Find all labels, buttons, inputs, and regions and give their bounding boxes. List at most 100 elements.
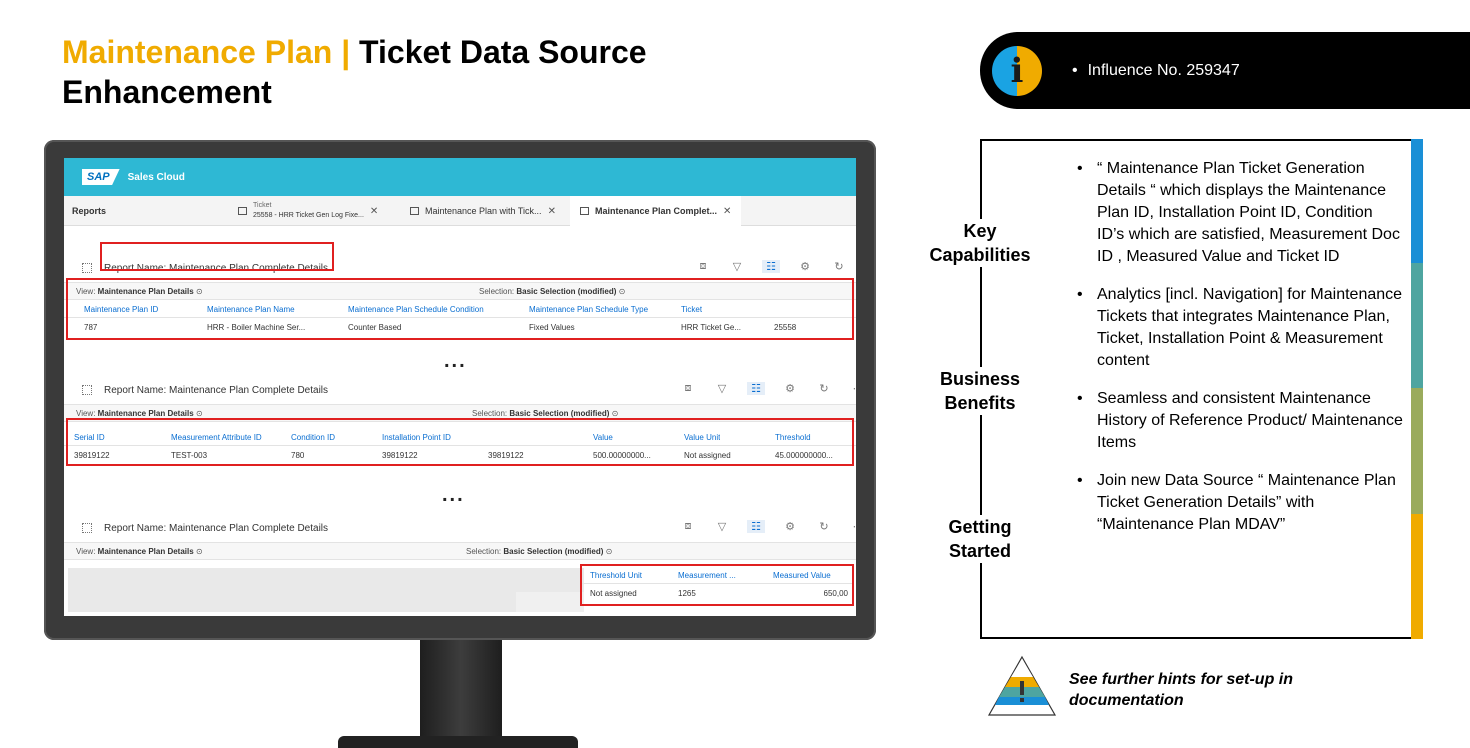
close-icon[interactable]: ✕ xyxy=(369,205,379,217)
column-header[interactable]: Condition ID xyxy=(291,433,336,442)
export-icon[interactable]: ⧈ xyxy=(699,260,707,272)
report-toolbar: ⧈ ▽ ☷ ⚙ ↻ ⋯ xyxy=(679,520,856,533)
column-header[interactable]: Maintenance Plan Schedule Type xyxy=(529,305,649,314)
view-name: Maintenance Plan Details xyxy=(97,287,194,296)
report-panel-1: Report Name: Maintenance Plan Complete D… xyxy=(64,256,856,336)
business-benefits-label: Business Benefits xyxy=(920,367,1040,415)
column-header[interactable]: Serial ID xyxy=(74,433,105,442)
table-icon[interactable] xyxy=(82,385,92,395)
app-name: Sales Cloud xyxy=(127,171,185,183)
highlight-box xyxy=(100,242,334,271)
filter-icon[interactable]: ▽ xyxy=(732,261,742,273)
report-tab-icon xyxy=(410,207,419,215)
report-toolbar: ⧈ ▽ ☷ ⚙ ↻ ⋯ xyxy=(679,382,856,395)
ellipsis: ... xyxy=(442,484,465,506)
export-icon[interactable]: ⧈ xyxy=(684,382,692,394)
influence-banner: i Influence No. 259347 xyxy=(980,32,1470,109)
gear-icon[interactable]: ⚙ xyxy=(785,521,795,533)
title-main: Ticket Data Source xyxy=(359,34,647,70)
column-header[interactable]: Installation Point ID xyxy=(382,433,451,442)
column-header[interactable]: Measurement Attribute ID xyxy=(171,433,262,442)
ellipsis: ... xyxy=(444,350,467,372)
report-tab-icon xyxy=(238,207,247,215)
getting-started-label: Getting Started xyxy=(920,515,1040,563)
column-header[interactable]: Measurement ... xyxy=(678,571,736,580)
color-bar-blue xyxy=(1411,139,1423,263)
feature-list: “ Maintenance Plan Ticket Generation Det… xyxy=(1073,158,1403,552)
hidden-columns xyxy=(516,592,584,612)
sap-logo[interactable]: SAP xyxy=(82,169,120,185)
report-name: Maintenance Plan Complete Details xyxy=(169,263,329,274)
refresh-icon[interactable]: ↻ xyxy=(819,521,829,533)
settings-sliders-icon[interactable]: ☷ xyxy=(747,382,765,395)
report-panel-3: Report Name: Maintenance Plan Complete D… xyxy=(64,516,856,560)
close-icon[interactable]: ✕ xyxy=(547,205,556,217)
hidden-columns xyxy=(68,568,584,612)
highlight-box xyxy=(66,278,854,340)
view-bar: View: Maintenance Plan Details ⊙ Selecti… xyxy=(64,282,856,300)
report-panel-3-table: Threshold Unit Measurement ... Measured … xyxy=(582,566,854,602)
view-bar: View: Maintenance Plan Details ⊙ Selecti… xyxy=(64,404,856,422)
refresh-icon[interactable]: ↻ xyxy=(819,383,829,395)
list-item: “ Maintenance Plan Ticket Generation Det… xyxy=(1073,158,1403,268)
column-header[interactable]: Maintenance Plan Schedule Condition xyxy=(348,305,484,314)
column-header[interactable]: Maintenance Plan ID xyxy=(84,305,159,314)
report-name-label: Report Name: xyxy=(104,263,167,274)
export-icon[interactable]: ⧈ xyxy=(684,520,692,532)
view-bar: View: Maintenance Plan Details ⊙ Selecti… xyxy=(64,542,856,560)
list-item: Analytics [incl. Navigation] for Mainten… xyxy=(1073,284,1403,372)
title-accent: Maintenance Plan | xyxy=(62,34,351,70)
table-header: Threshold Unit Measurement ... Measured … xyxy=(582,566,854,584)
tab-reports[interactable]: Reports xyxy=(72,206,107,216)
table-header: Serial ID Measurement Attribute ID Condi… xyxy=(64,428,856,446)
key-capabilities-label: Key Capabilities xyxy=(920,219,1040,267)
refresh-icon[interactable]: ↻ xyxy=(834,261,844,273)
list-item: Join new Data Source “ Maintenance Plan … xyxy=(1073,470,1403,536)
column-header[interactable]: Value Unit xyxy=(684,433,721,442)
gear-icon[interactable]: ⚙ xyxy=(785,383,795,395)
table-row[interactable]: Not assigned 1265 650,00 xyxy=(590,589,848,598)
settings-sliders-icon[interactable]: ☷ xyxy=(747,520,765,533)
setup-hint: See further hints for set-up in document… xyxy=(1069,671,1294,709)
tab-plan-complete[interactable]: Maintenance Plan Complet... ✕ xyxy=(570,196,742,226)
close-icon[interactable]: ✕ xyxy=(723,205,732,217)
color-bar-teal xyxy=(1411,263,1423,388)
more-icon[interactable]: ⋯ xyxy=(849,520,857,533)
report-tab-icon xyxy=(580,207,589,215)
column-header[interactable]: Threshold Unit xyxy=(590,571,643,580)
table-icon[interactable] xyxy=(82,263,92,273)
highlight-box xyxy=(66,418,854,466)
report-toolbar: ⧈ ▽ ☷ ⚙ ↻ ⋯ xyxy=(694,260,856,273)
selection-name: Basic Selection (modified) xyxy=(516,287,617,296)
influence-number: Influence No. 259347 xyxy=(1072,62,1240,80)
list-item: Seamless and consistent Maintenance Hist… xyxy=(1073,388,1403,454)
color-bar-orange xyxy=(1411,514,1423,639)
table-row[interactable]: 39819122 TEST-003 780 39819122 39819122 … xyxy=(74,451,833,460)
column-header[interactable]: Measured Value xyxy=(773,571,831,580)
page-title: Maintenance Plan | Ticket Data Source En… xyxy=(62,32,647,112)
tab-plan-with-ticket[interactable]: Maintenance Plan with Tick... ✕ xyxy=(410,196,556,226)
filter-icon[interactable]: ▽ xyxy=(717,521,727,533)
settings-sliders-icon[interactable]: ☷ xyxy=(762,260,780,273)
column-header[interactable]: Maintenance Plan Name xyxy=(207,305,295,314)
monitor-stand xyxy=(420,640,502,740)
table-icon[interactable] xyxy=(82,523,92,533)
column-header[interactable]: Value xyxy=(593,433,613,442)
more-icon[interactable]: ⋯ xyxy=(849,382,857,395)
highlight-box xyxy=(580,564,854,606)
gear-icon[interactable]: ⚙ xyxy=(800,261,810,273)
column-header[interactable]: Threshold xyxy=(775,433,811,442)
sap-header: SAP Sales Cloud xyxy=(64,158,856,196)
report-panel-2: Report Name: Maintenance Plan Complete D… xyxy=(64,378,856,464)
table-header: Maintenance Plan ID Maintenance Plan Nam… xyxy=(64,300,856,318)
column-header[interactable]: Ticket xyxy=(681,305,703,314)
table-row[interactable]: 787 HRR - Boiler Machine Ser... Counter … xyxy=(84,323,797,332)
monitor-base xyxy=(338,736,578,748)
color-bar-green xyxy=(1411,388,1423,514)
warning-icon xyxy=(987,655,1057,716)
filter-icon[interactable]: ▽ xyxy=(717,383,727,395)
